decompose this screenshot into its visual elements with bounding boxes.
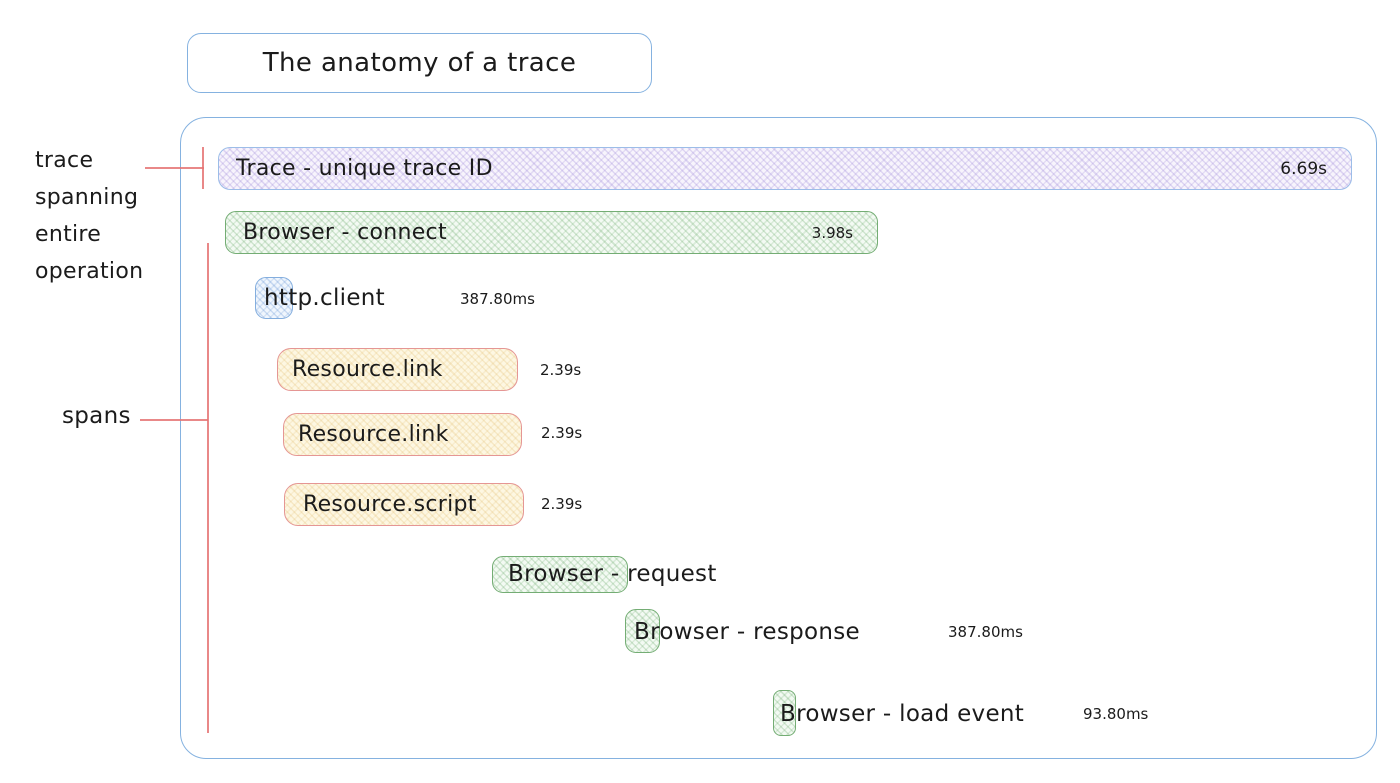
span-bar-resource-link-2: Resource.link [283, 413, 522, 456]
span-label: Browser - connect [243, 220, 447, 245]
span-label: Resource.link [298, 422, 449, 447]
span-label: Trace - unique trace ID [236, 156, 493, 181]
span-label: Browser - response [634, 619, 860, 645]
span-chip-http-client [255, 277, 293, 319]
span-bar-trace: Trace - unique trace ID 6.69s [218, 147, 1352, 190]
span-bar-resource-link-1: Resource.link [277, 348, 518, 391]
spans-bracket-line [207, 243, 209, 733]
span-duration: 387.80ms [460, 290, 535, 308]
trace-pointer-line [145, 167, 204, 169]
spans-pointer-line [140, 419, 208, 421]
span-chip-browser-response [625, 609, 660, 653]
span-label: http.client [264, 285, 385, 311]
trace-annotation-line: operation [35, 259, 144, 284]
spans-annotation: spans [62, 403, 131, 429]
span-duration: 93.80ms [1083, 705, 1149, 723]
title-box: The anatomy of a trace [187, 33, 652, 93]
span-duration: 2.39s [541, 424, 583, 442]
trace-pointer-tick [202, 147, 204, 189]
trace-annotation: trace spanning entire operation [35, 142, 143, 290]
trace-annotation-line: spanning [35, 185, 139, 210]
span-bar-browser-connect: Browser - connect 3.98s [225, 211, 878, 254]
span-bar-resource-script: Resource.script [284, 483, 524, 526]
span-chip-browser-load-event [773, 690, 796, 736]
span-duration: 6.69s [1280, 158, 1327, 179]
span-label: Browser - load event [780, 701, 1025, 727]
span-duration: 3.98s [811, 223, 853, 242]
span-duration: 2.39s [541, 495, 583, 513]
span-duration: 387.80ms [948, 623, 1023, 641]
span-label: Resource.link [292, 357, 443, 382]
span-duration: 2.39s [540, 361, 582, 379]
span-chip-browser-request [492, 556, 628, 593]
span-label: Browser - request [508, 561, 717, 587]
span-label: Resource.script [303, 492, 477, 517]
diagram-title: The anatomy of a trace [262, 48, 577, 78]
trace-annotation-line: trace [35, 148, 94, 173]
trace-annotation-line: entire [35, 222, 102, 247]
